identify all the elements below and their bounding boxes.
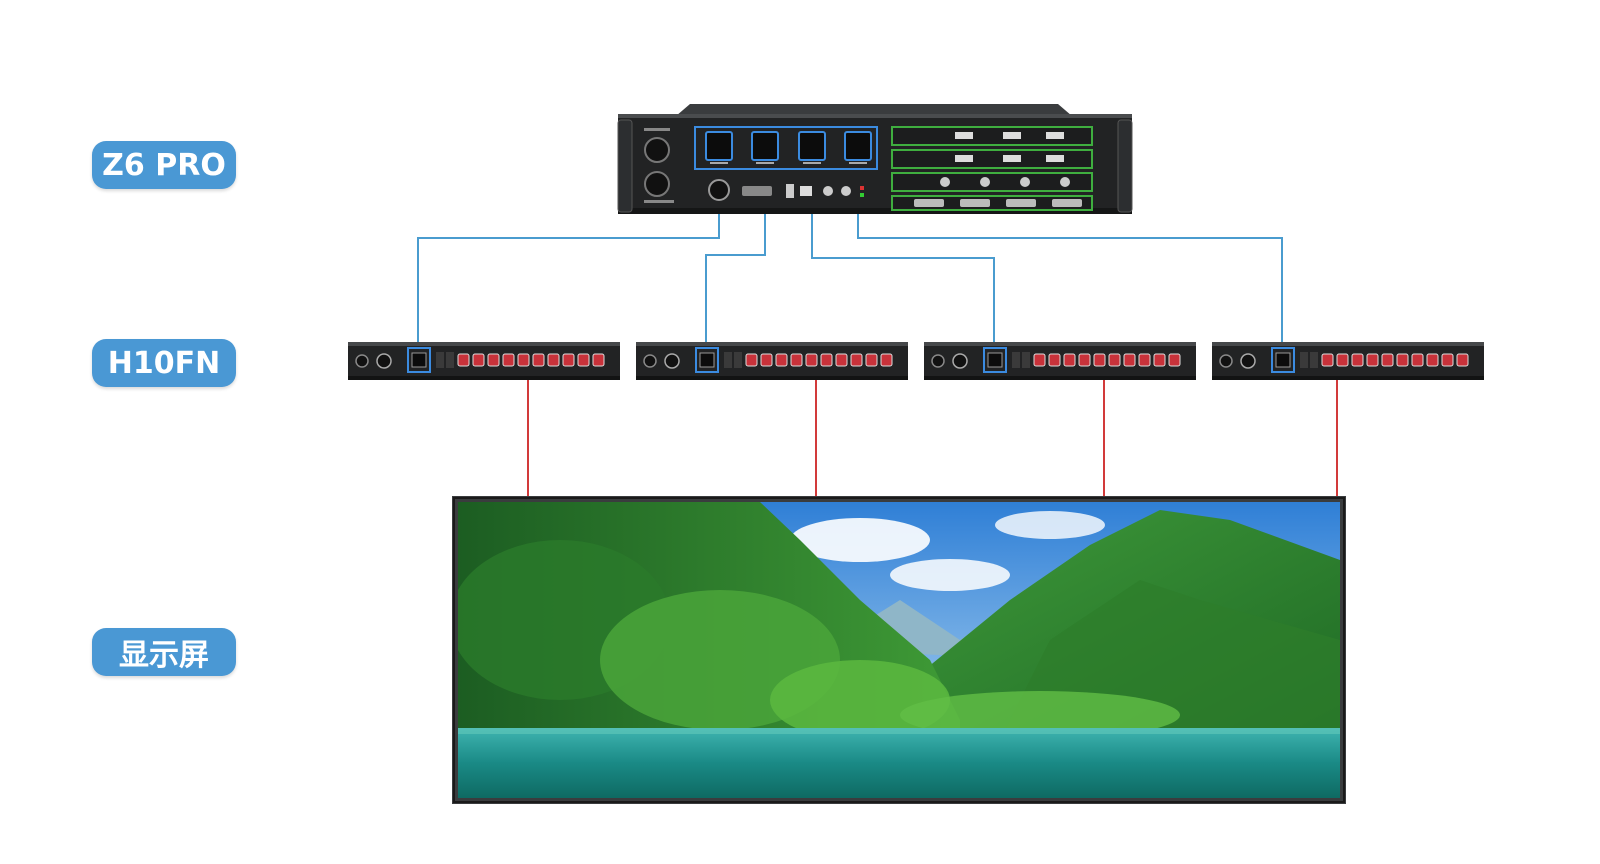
uplink-cable-1 (417, 210, 720, 362)
uplink-cables (417, 210, 1283, 362)
controller-device (617, 104, 1133, 214)
receiver-device-2 (635, 341, 909, 381)
uplink-cable-3 (811, 210, 995, 362)
downlink-cables (527, 378, 1338, 502)
output-port-2 (751, 131, 779, 161)
output-port-1 (705, 131, 733, 161)
display-label: 显示屏 (92, 628, 236, 676)
uplink-cable-4 (857, 210, 1283, 362)
receiver-device-4 (1211, 341, 1485, 381)
uplink-cable-2 (705, 210, 766, 362)
landscape-image (458, 502, 1340, 798)
controller-label: Z6 PRO (92, 141, 236, 189)
receiver-label: H10FN (92, 339, 236, 387)
output-port-4 (844, 131, 872, 161)
output-port-3 (798, 131, 826, 161)
power-out-connector (644, 171, 670, 197)
input-boards (891, 126, 1093, 211)
output-port-group (694, 126, 878, 170)
power-in-connector (644, 137, 670, 163)
receiver-device-3 (923, 341, 1197, 381)
receiver-device-1 (348, 342, 620, 380)
led-display (452, 496, 1346, 804)
